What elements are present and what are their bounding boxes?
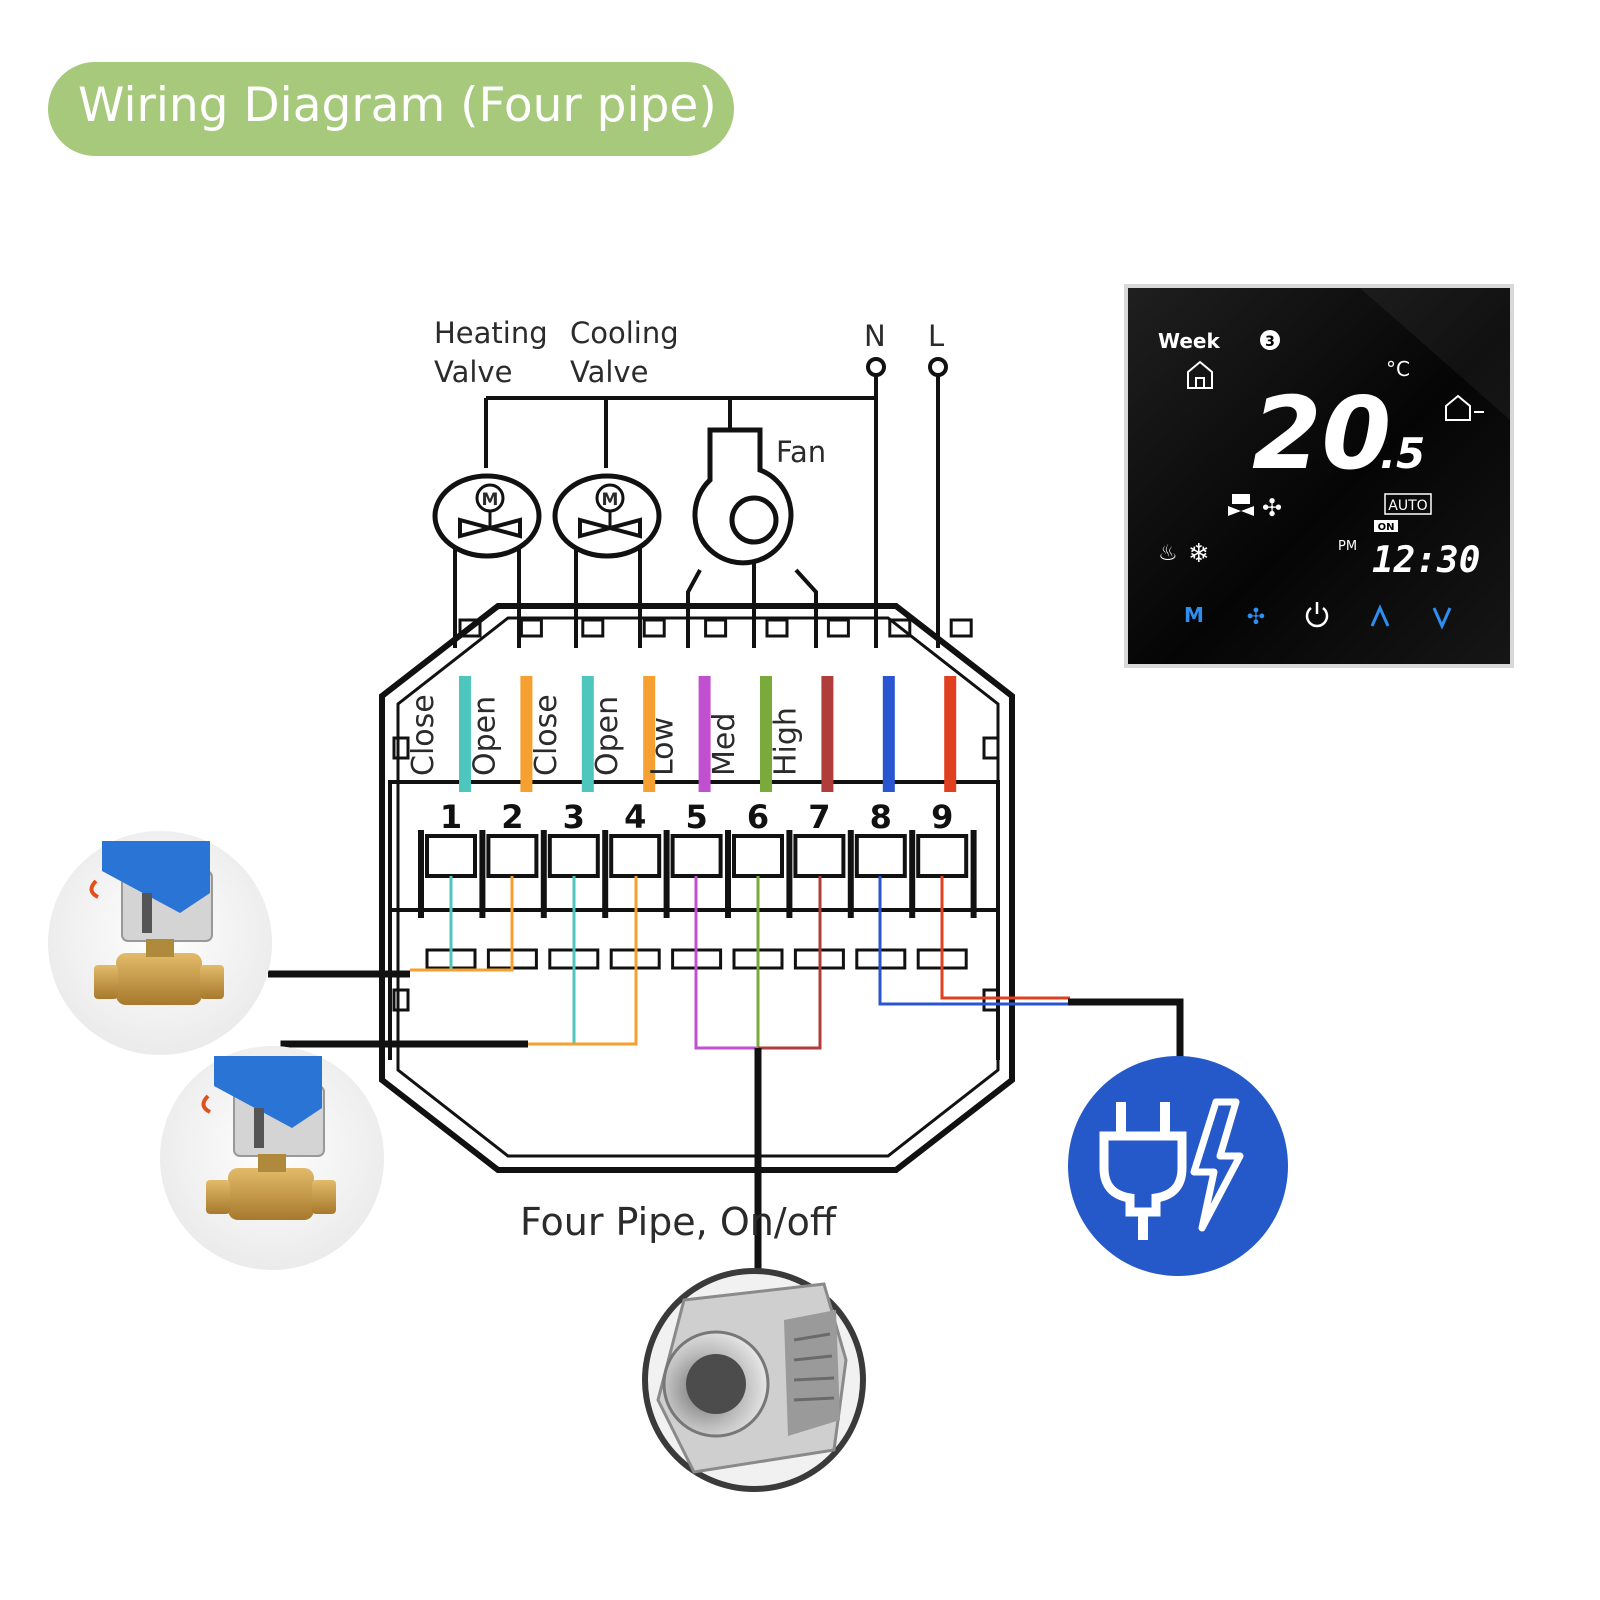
terminal-block <box>425 834 477 878</box>
neutral-label: N <box>864 319 886 353</box>
housing-tab <box>581 618 605 638</box>
terminal-block <box>916 834 969 878</box>
terminal-number-5: 5 <box>685 798 707 836</box>
wire-stub-4 <box>643 676 656 792</box>
terminal-number-4: 4 <box>624 798 646 836</box>
terminal-block <box>854 834 907 878</box>
terminal-number-1: 1 <box>440 798 462 836</box>
auto-badge <box>1384 493 1432 515</box>
on-label: ON <box>1378 522 1395 533</box>
period-label: PM <box>1338 539 1357 554</box>
week-label: Week <box>1158 329 1220 353</box>
housing-tab <box>949 618 973 638</box>
fan-button[interactable]: ✣ <box>1247 605 1265 630</box>
terminal-number-6: 6 <box>747 798 769 836</box>
cooling-label-1: Cooling <box>570 316 679 350</box>
terminal-number-9: 9 <box>931 798 953 836</box>
thermostat-display: Week 3 20 .5 °C ✣ AUTO ON ♨ ❄ PM 12:30 M… <box>1124 284 1514 668</box>
fan-status-icon: ✣ <box>1262 494 1282 522</box>
cooling-label-2: Valve <box>570 355 648 389</box>
wire-stub-6 <box>760 676 772 792</box>
day-number: 3 <box>1265 334 1275 350</box>
down-button[interactable] <box>1432 607 1452 630</box>
snowflake-icon: ❄ <box>1188 539 1210 569</box>
output-wires <box>410 876 1070 1050</box>
temperature-main: 20 <box>1252 375 1391 492</box>
heat-icon: ♨ <box>1158 541 1178 566</box>
wire-stub-1 <box>459 676 471 792</box>
title-pill <box>48 62 734 156</box>
terminal-label-1: Close <box>406 694 441 776</box>
fan-blower-icon <box>692 427 794 566</box>
cooling-valve-icon: M <box>552 473 662 559</box>
housing-tab <box>888 618 912 638</box>
menu-button[interactable]: M <box>1184 603 1204 627</box>
terminal-label-6: Med <box>707 713 742 776</box>
fan-label: Fan <box>776 435 826 469</box>
terminal-block <box>732 834 784 878</box>
power-plug-icon <box>1068 1056 1288 1276</box>
housing-top-tabs <box>458 618 973 638</box>
diagram-caption: Four Pipe, On/off <box>520 1200 837 1244</box>
diagram-title: Wiring Diagram (Four pipe) : <box>78 78 748 133</box>
wire-stub-2 <box>520 676 533 792</box>
terminal-block <box>609 834 662 878</box>
housing-tab <box>519 618 543 638</box>
wire-stub-3 <box>581 676 594 792</box>
terminal-number-2: 2 <box>501 798 523 836</box>
mode-label: AUTO <box>1388 498 1427 514</box>
heating-label-2: Valve <box>434 355 512 389</box>
thermostat-housing <box>379 603 1015 1173</box>
heating-label-1: Heating <box>434 316 548 350</box>
terminal-label-5: Low <box>646 717 681 776</box>
terminal-number-7: 7 <box>808 798 830 836</box>
clock-time: 12:30 <box>1372 540 1480 581</box>
housing-tab <box>642 618 666 638</box>
live-label: L <box>928 319 944 353</box>
cooling-valve-photo <box>160 1046 384 1270</box>
terminal-label-2: Open <box>467 696 502 776</box>
temperature-decimal: .5 <box>1380 429 1425 478</box>
svg-text:M: M <box>482 490 499 510</box>
terminal-label-7: High <box>768 707 803 776</box>
power-button[interactable] <box>1305 602 1329 628</box>
terminal-label-3: Close <box>529 694 564 776</box>
terminal-wire-stubs <box>459 676 957 792</box>
terminal-blocks <box>418 830 977 918</box>
valve-status-icon <box>1228 494 1254 516</box>
on-badge <box>1374 520 1398 532</box>
wire-stub-9 <box>944 676 957 792</box>
terminal-numbers: 1 2 3 4 5 6 7 8 9 <box>440 798 953 836</box>
terminal-block <box>486 834 539 878</box>
wire-stub-7 <box>821 676 834 792</box>
terminal-block <box>793 834 846 878</box>
housing-tab <box>458 618 482 638</box>
neutral-terminal-dot <box>866 357 886 377</box>
wire-stub-5 <box>698 676 711 792</box>
wire-stub-8 <box>882 676 895 792</box>
day-number-badge <box>1260 330 1280 350</box>
terminal-number-3: 3 <box>563 798 585 836</box>
home-icon <box>1187 360 1213 389</box>
live-terminal-dot <box>928 357 948 377</box>
centrifugal-fan-photo <box>642 1268 866 1492</box>
svg-text:M: M <box>602 490 619 510</box>
terminal-labels: Close Open Close Open Low Med High <box>406 694 803 776</box>
terminal-block <box>670 834 723 878</box>
housing-tab <box>826 618 850 638</box>
heating-valve-icon: M <box>432 473 542 559</box>
temperature-unit: °C <box>1386 357 1410 381</box>
housing-tab <box>704 618 728 638</box>
terminal-number-8: 8 <box>870 798 892 836</box>
terminal-label-4: Open <box>590 696 625 776</box>
heating-valve-photo <box>48 831 272 1055</box>
up-button[interactable] <box>1370 604 1390 627</box>
housing-tab <box>765 618 789 638</box>
away-home-icon <box>1445 394 1484 421</box>
terminal-block <box>547 834 600 878</box>
